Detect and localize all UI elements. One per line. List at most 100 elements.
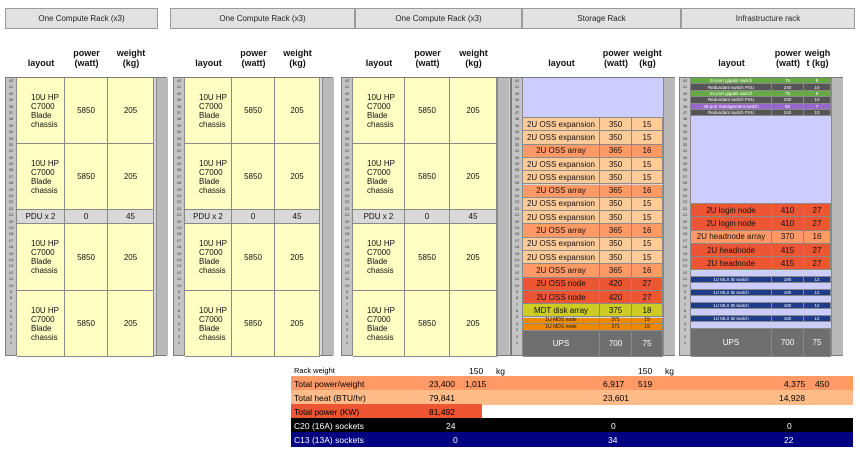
unit-power: 350 — [600, 211, 632, 224]
unit-power: 375 — [600, 304, 632, 317]
unit-weight: 12 — [804, 302, 831, 308]
unit-name: 10U HP C7000 Blade chassis — [353, 144, 405, 209]
unit-name: 2U OSS expansion — [523, 237, 600, 250]
unit-weight: 12 — [804, 276, 831, 282]
unit-power: 5850 — [65, 144, 108, 209]
unit-name: 1U MDS node — [523, 317, 600, 323]
rack-weight-row: Rack weight 150 kg 150 kg — [291, 363, 853, 378]
unit-power: 5850 — [65, 78, 108, 143]
unit-power: 5850 — [232, 78, 275, 143]
unit-weight: 27 — [804, 257, 831, 270]
c20-sockets-row: C20 (16A) sockets 24 0 0 — [291, 418, 853, 433]
power-header: power (watt) — [774, 48, 802, 68]
unit-power: 75 — [772, 78, 804, 84]
unit-power: 5850 — [65, 291, 108, 356]
rack-weight-unit-2: kg — [665, 365, 674, 376]
unit-weight: 7 — [804, 103, 831, 109]
unit-name: 2U OSS expansion — [523, 211, 600, 224]
unit-name: MDT disk array — [523, 304, 600, 317]
unit-weight: 205 — [450, 224, 497, 290]
unit-weight: 205 — [108, 144, 154, 209]
unit-name: 10U HP C7000 Blade chassis — [185, 144, 232, 209]
unit-weight: 27 — [632, 290, 663, 304]
layout-header: layout — [195, 58, 222, 68]
total-power-weight-row: Total power/weight 23,400 1,015 6,917 51… — [291, 376, 853, 391]
unit-power: 420 — [600, 290, 632, 304]
unit-power: 240 — [772, 110, 804, 116]
c13-compute: 0 — [453, 434, 458, 445]
total-power-kw-value: 81,492 — [429, 406, 455, 417]
unit-power: 700 — [772, 328, 804, 356]
unit-name: 10U HP C7000 Blade chassis — [17, 78, 65, 143]
unit-weight: 205 — [275, 144, 320, 209]
unit-weight: 205 — [450, 144, 497, 209]
unit-weight: 205 — [275, 78, 320, 143]
unit-weight: 8 — [804, 78, 831, 84]
unit-weight: 205 — [450, 291, 497, 356]
storage-power: 6,917 — [603, 378, 625, 389]
unit-name: 2U login node — [691, 217, 772, 230]
unit-name: 2U OSS array — [523, 184, 600, 197]
empty-space — [691, 116, 831, 204]
empty-space — [691, 283, 831, 290]
unit-name: 2U OSS expansion — [523, 131, 600, 144]
layout-header: layout — [718, 58, 745, 68]
unit-weight: 75 — [804, 328, 831, 356]
compute-heat: 79,841 — [429, 392, 455, 403]
rack-side — [497, 78, 509, 355]
unit-power: 5850 — [232, 224, 275, 290]
unit-power: 0 — [405, 210, 450, 223]
unit-name: 24-port gigabit switch — [691, 78, 772, 84]
unit-name: 2U OSS expansion — [523, 118, 600, 131]
rack-weight-label: Rack weight — [294, 366, 335, 375]
total-power-kw-row: Total power (KW) 81,492 — [291, 404, 482, 419]
unit-power: 700 — [600, 330, 632, 356]
unit-weight: 16 — [632, 184, 663, 197]
power-header: power (watt) — [240, 48, 267, 68]
c20-label: C20 (16A) sockets — [294, 420, 364, 431]
unit-weight: 45 — [108, 210, 154, 223]
unit-power: 415 — [772, 243, 804, 257]
unit-name: 10U HP C7000 Blade chassis — [185, 291, 232, 356]
unit-power: 371 — [600, 324, 632, 330]
unit-name: 10U HP C7000 Blade chassis — [353, 78, 405, 143]
unit-weight: 15 — [632, 197, 663, 211]
infra-weight: 450 — [815, 378, 830, 389]
unit-name: Redundant switch PSU — [691, 97, 772, 103]
power-header: power (watt) — [414, 48, 441, 68]
total-power-weight-label: Total power/weight — [294, 378, 365, 389]
storage-heat: 23,601 — [603, 392, 629, 403]
unit-power: 370 — [772, 230, 804, 243]
unit-name: 10U HP C7000 Blade chassis — [17, 144, 65, 209]
unit-name: Redundant switch PSU — [691, 110, 772, 116]
unit-name: 10U HP C7000 Blade chassis — [353, 224, 405, 290]
unit-power: 180 — [772, 276, 804, 282]
empty-space — [691, 322, 831, 329]
c13-infra: 22 — [784, 434, 794, 445]
unit-name: 10U HP C7000 Blade chassis — [185, 224, 232, 290]
unit-weight: 15 — [632, 237, 663, 250]
unit-power: 350 — [600, 171, 632, 184]
unit-weight: 10 — [804, 84, 831, 90]
unit-weight: 205 — [108, 224, 154, 290]
unit-weight: 15 — [632, 157, 663, 171]
